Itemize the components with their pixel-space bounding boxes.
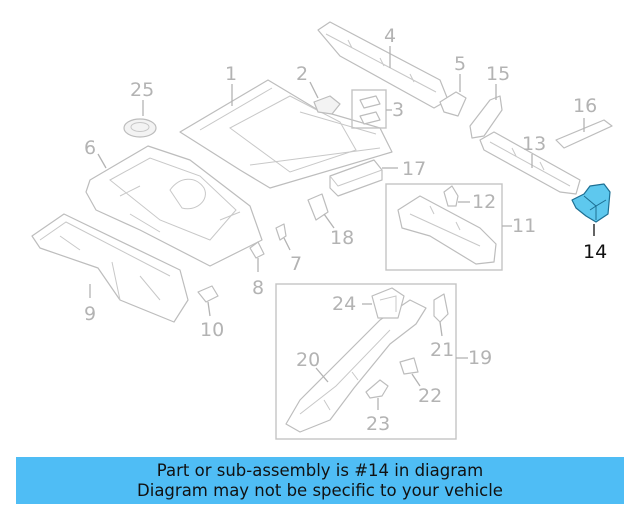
leader-6 [97, 153, 107, 169]
callout-5: 5 [454, 53, 466, 75]
part-1 [179, 79, 393, 189]
callout-1: 1 [225, 63, 237, 85]
assembly-19-box [275, 283, 457, 440]
callout-16: 16 [573, 95, 597, 117]
callout-19: 19 [468, 347, 492, 369]
part-22 [399, 357, 419, 375]
leader-20 [315, 367, 329, 383]
callout-18: 18 [330, 227, 354, 249]
part-4 [317, 21, 449, 109]
part-18 [307, 193, 329, 221]
part-6 [85, 145, 263, 267]
part-13 [479, 131, 581, 195]
parts-diagram: 25 1 2 3 4 5 15 16 [31, 21, 613, 440]
callout-13: 13 [522, 133, 546, 155]
banner-line-2: Diagram may not be specific to your vehi… [137, 480, 503, 500]
callout-8: 8 [252, 277, 264, 299]
callout-6: 6 [84, 137, 96, 159]
part-14-highlighted [571, 183, 611, 223]
callout-9: 9 [84, 303, 96, 325]
part-21 [433, 293, 449, 323]
part-10 [197, 285, 219, 303]
callout-22: 22 [418, 385, 442, 407]
part-12 [443, 185, 459, 207]
leader-2 [309, 81, 319, 99]
callout-12: 12 [472, 191, 496, 213]
leader-22 [411, 373, 421, 387]
part-25 [123, 118, 157, 138]
leader-10 [207, 301, 211, 317]
part-3 [351, 89, 387, 129]
banner-line-1: Part or sub-assembly is #14 in diagram [156, 460, 484, 480]
part-8 [249, 241, 265, 259]
leader-7 [283, 237, 291, 251]
info-banner: Part or sub-assembly is #14 in diagram D… [16, 457, 624, 504]
callout-24: 24 [332, 293, 356, 315]
leader-21 [439, 321, 443, 337]
part-5 [439, 91, 467, 117]
part-20 [285, 299, 427, 433]
callout-11: 11 [512, 215, 536, 237]
part-16 [555, 119, 613, 149]
part-15 [469, 95, 503, 139]
callout-10: 10 [200, 319, 224, 341]
callout-23: 23 [366, 413, 390, 435]
callout-4: 4 [384, 25, 396, 47]
part-2 [313, 95, 341, 115]
part-9 [31, 213, 189, 323]
callout-2: 2 [296, 63, 308, 85]
callout-17: 17 [402, 158, 426, 180]
callout-15: 15 [486, 63, 510, 85]
part-7 [275, 223, 287, 241]
callout-21: 21 [430, 339, 454, 361]
callout-20: 20 [296, 349, 320, 371]
leader-18 [323, 213, 335, 229]
part-23 [365, 379, 389, 399]
part-24 [371, 287, 405, 319]
callout-14: 14 [583, 241, 607, 263]
callout-25: 25 [130, 79, 154, 101]
callout-7: 7 [290, 253, 302, 275]
part-17 [329, 159, 383, 197]
callout-3: 3 [392, 99, 404, 121]
assembly-11-box [385, 183, 503, 271]
